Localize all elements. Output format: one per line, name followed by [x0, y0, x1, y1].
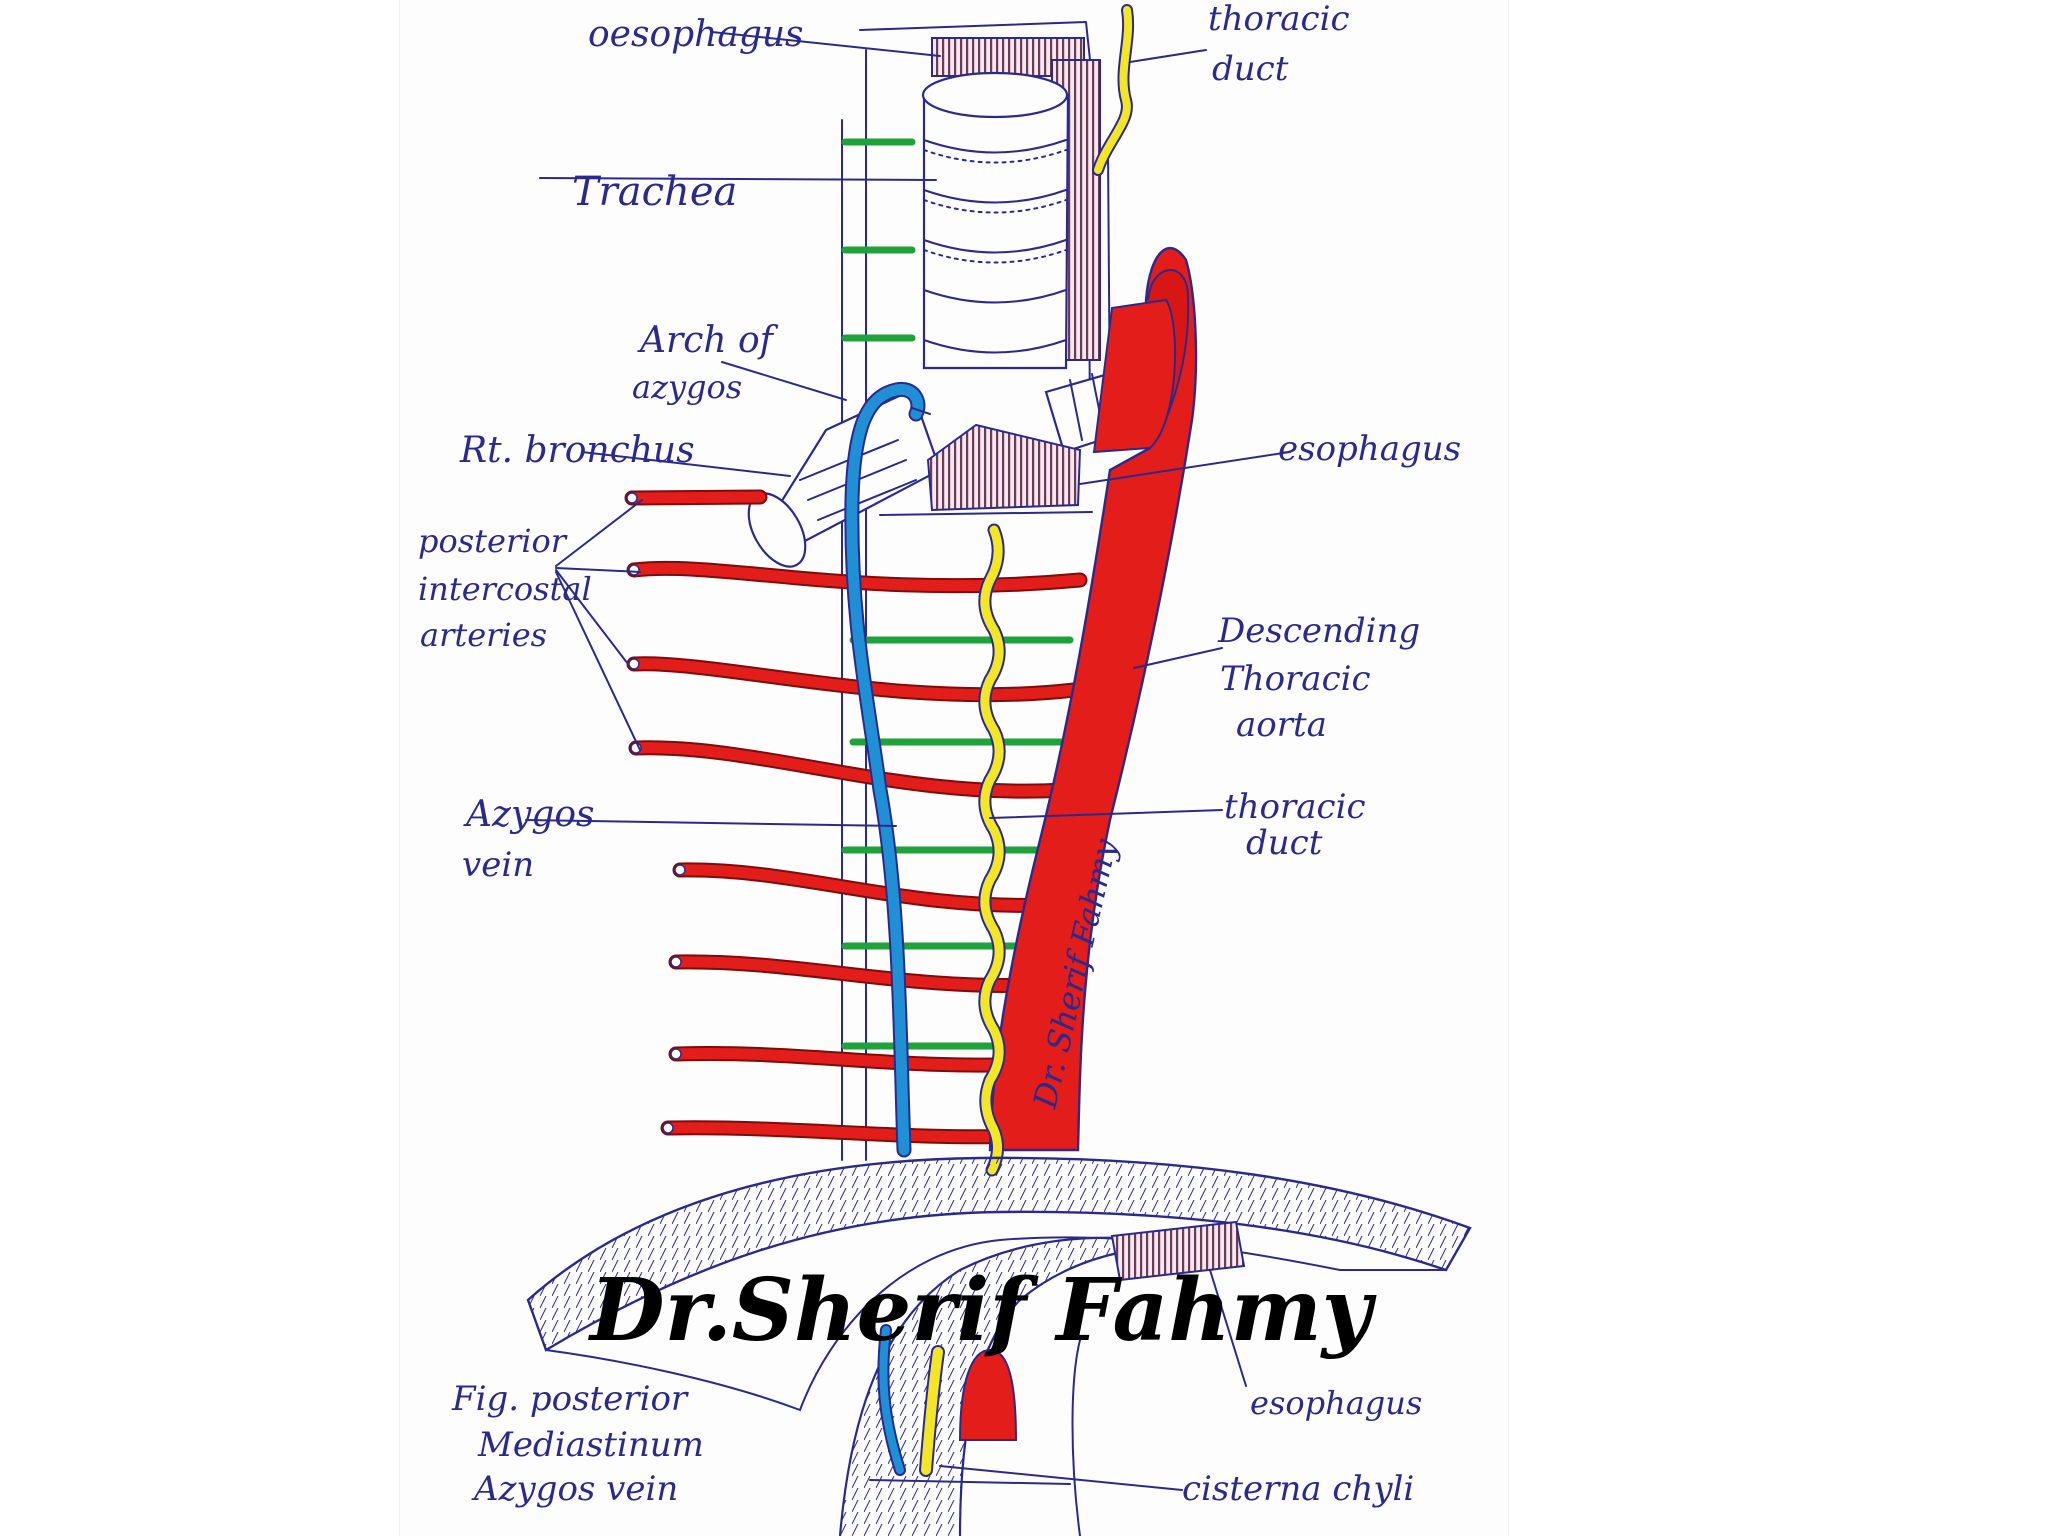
label-cisterna-chyli: cisterna chyli [1182, 1469, 1414, 1509]
leader-lines [525, 31, 1291, 1491]
label-trachea: Trachea [572, 169, 737, 215]
label-thoracic-duct-top-2: duct [1212, 49, 1289, 89]
label-rt-bronchus: Rt. bronchus [459, 430, 695, 471]
label-azygos: Azygos [463, 794, 595, 835]
label-thoracic-duct-top-1: thoracic [1208, 0, 1350, 39]
trachea [921, 71, 1070, 370]
caption-line-1: Fig. posterior [451, 1379, 689, 1419]
diaphragm [526, 1156, 1472, 1536]
label-arch-azygos-2: azygos [632, 368, 742, 406]
esophagus-middle [879, 423, 1093, 516]
right-bronchus [747, 388, 942, 568]
label-esophagus-mid: esophagus [1278, 429, 1461, 469]
azygos-vein [844, 381, 931, 1158]
label-arteries: arteries [420, 616, 547, 654]
label-esophagus-low: esophagus [1250, 1384, 1422, 1422]
label-thoracic-duct-mid-2: duct [1246, 823, 1323, 863]
watermark: Dr.Sherif Fahmy [587, 1260, 1377, 1361]
label-arch-azygos-1: Arch of [637, 320, 779, 361]
caption-line-2: Mediastinum [477, 1425, 704, 1465]
label-aorta: aorta [1236, 705, 1327, 745]
label-intercostal: intercostal [418, 570, 592, 608]
label-thoracic-aorta: Thoracic [1220, 659, 1371, 699]
caption-line-3: Azygos vein [471, 1469, 678, 1509]
label-posterior: posterior [418, 522, 568, 560]
label-thoracic-duct-mid-1: thoracic [1224, 787, 1366, 827]
label-vein: vein [462, 845, 534, 885]
label-oesophagus-top: oesophagus [588, 14, 804, 55]
labels: oesophagus thoracic duct Trachea Arch of… [418, 0, 1461, 1509]
label-descending: Descending [1217, 611, 1420, 651]
